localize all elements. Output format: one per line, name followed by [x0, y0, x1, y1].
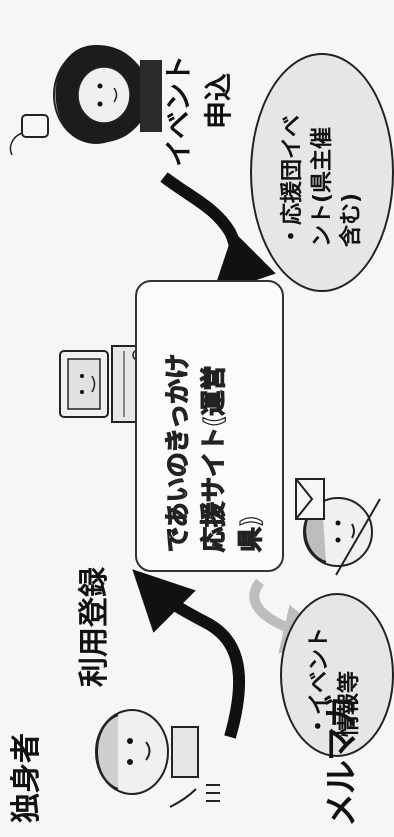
envelope-icon: [295, 478, 325, 520]
event-content-line-1: ・応援団イベ: [280, 114, 305, 247]
application-label: 申込: [202, 72, 235, 129]
event-content: ・応援団イベ ント(県主催 含む): [278, 115, 367, 247]
event-application-arrow: [160, 172, 276, 295]
event-applicant-figure: [53, 45, 162, 144]
single-person-label: 独身者: [9, 733, 44, 823]
newsletter-label: メルマガ: [322, 695, 362, 827]
center-site-line-2: 応援サイト(運営: [199, 365, 229, 553]
registration-label: 利用登録: [77, 567, 112, 687]
single-person-figure: [95, 709, 220, 808]
center-site-line-1: であいのきっかけ: [162, 353, 192, 552]
phone-icon: [9, 114, 49, 156]
center-site-line-3: 県): [235, 515, 265, 553]
matchmaking-support-site-text: であいのきっかけ 応援サイト(運営 県): [160, 353, 269, 553]
registration-arrow: [132, 569, 246, 739]
computer-icon: [59, 345, 144, 423]
event-content-line-3: 含む): [339, 192, 365, 247]
event-label: イベント: [162, 54, 195, 167]
newsletter-recipient-figure: [303, 497, 381, 576]
event-content-line-2: ント(県主催: [309, 126, 335, 247]
